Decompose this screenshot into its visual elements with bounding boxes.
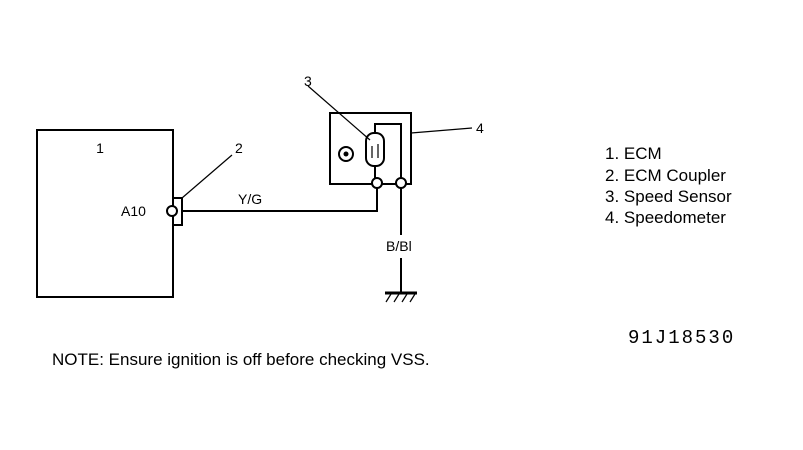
ground-wire-label: B/Bl: [386, 238, 412, 254]
legend-item-ecm-coupler: 2. ECM Coupler: [605, 166, 726, 185]
coupler-number: 2: [235, 140, 243, 156]
coupler-terminal: [166, 205, 178, 217]
signal-wire: [182, 184, 378, 212]
note-text: NOTE: Ensure ignition is off before chec…: [52, 350, 430, 369]
speed-sensor-icon: [365, 132, 385, 167]
internal-wiring: [374, 123, 402, 178]
ground-icon: [385, 291, 417, 303]
coupler-leader-line: [181, 154, 233, 199]
figure-code: 91J18530: [628, 327, 735, 349]
ecm-box: [36, 129, 174, 298]
speed-sensor-contacts-icon: [371, 144, 379, 158]
terminal-label: A10: [121, 203, 146, 219]
signal-wire-label: Y/G: [238, 191, 262, 207]
sensor-number: 3: [304, 73, 312, 89]
sensor-leader-line: [307, 85, 371, 141]
legend-item-ecm: 1. ECM: [605, 144, 662, 163]
speedometer-terminal-ground: [395, 177, 407, 189]
speedometer-number: 4: [476, 120, 484, 136]
speedometer-leader-line: [410, 127, 473, 134]
legend-item-speedometer: 4. Speedometer: [605, 208, 726, 227]
ecm-number: 1: [96, 140, 104, 156]
speedometer-box: [329, 112, 412, 185]
speedometer-terminal-signal: [371, 177, 383, 189]
legend-item-speed-sensor: 3. Speed Sensor: [605, 187, 732, 206]
speedometer-dial-center-icon: [343, 151, 349, 157]
speedometer-dial-icon: [338, 146, 354, 162]
